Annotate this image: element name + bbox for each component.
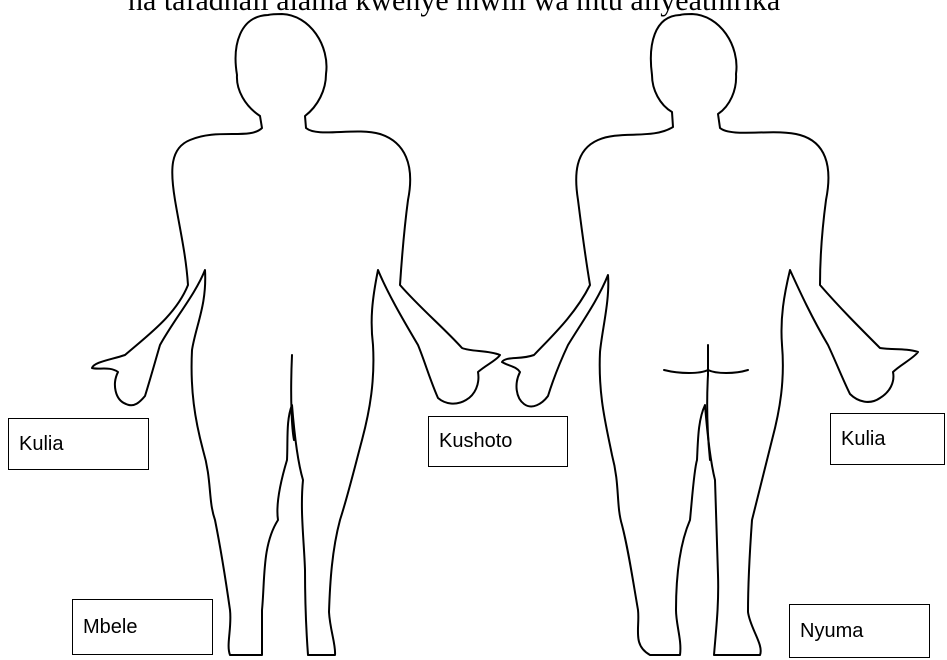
label-nyuma: Nyuma — [800, 620, 863, 643]
back-gluteal-line — [664, 370, 748, 373]
label-mbele: Mbele — [83, 616, 137, 639]
label-kulia-front: Kulia — [19, 433, 63, 456]
label-box-kulia-front: Kulia — [8, 418, 149, 470]
label-kushoto: Kushoto — [439, 430, 512, 453]
label-box-nyuma: Nyuma — [789, 604, 930, 658]
back-body-outline — [502, 14, 918, 655]
label-kulia-back: Kulia — [841, 428, 885, 451]
back-body-silhouette — [502, 14, 918, 655]
label-box-kushoto: Kushoto — [428, 416, 568, 467]
front-body-outline — [92, 14, 500, 655]
label-box-mbele: Mbele — [72, 599, 213, 655]
label-box-kulia-back: Kulia — [830, 413, 945, 465]
back-inner-leg-line — [707, 375, 710, 460]
front-body-silhouette — [92, 14, 500, 655]
